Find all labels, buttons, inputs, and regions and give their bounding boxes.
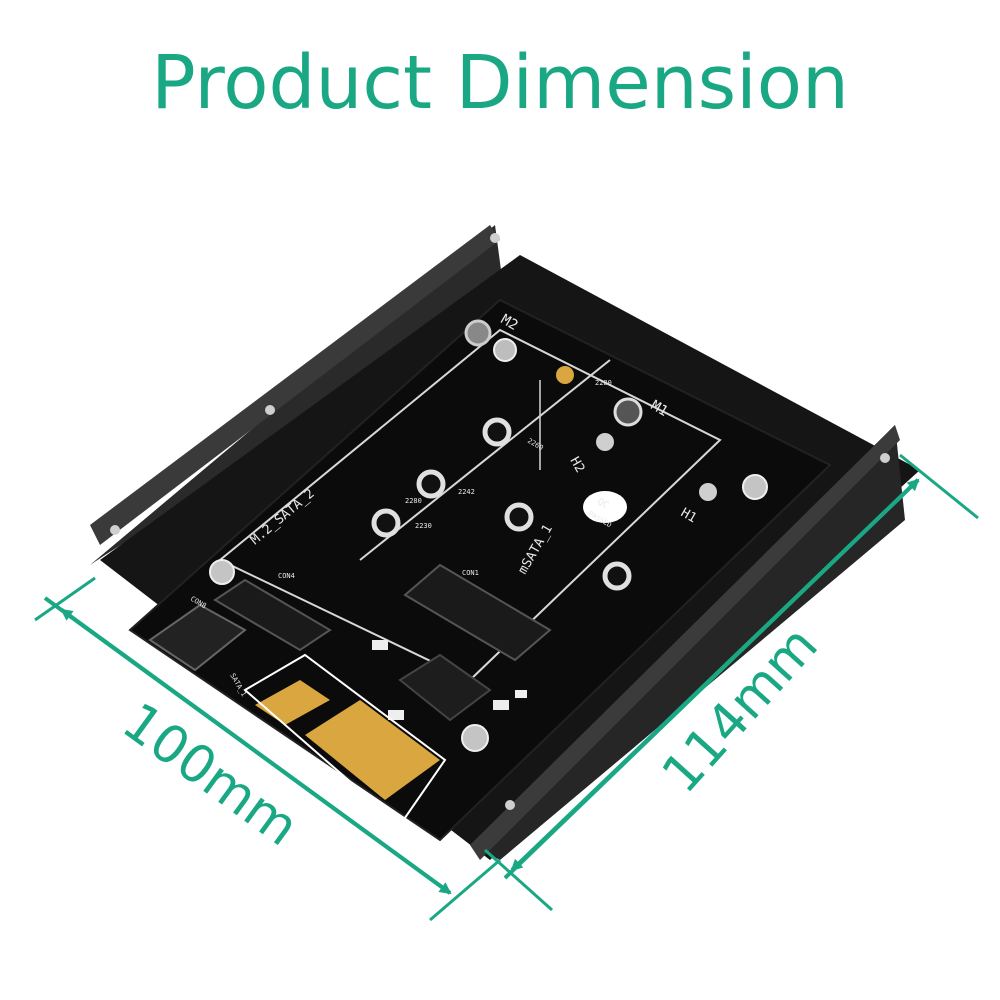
standoff <box>596 433 614 451</box>
dimension-tick <box>429 858 501 922</box>
mount-ring <box>416 469 446 499</box>
screw <box>209 559 235 585</box>
label-h1: H1 <box>678 505 699 526</box>
mount-ring <box>504 502 534 532</box>
dimension-tick <box>34 576 96 622</box>
label-con1: CON1 <box>462 569 479 577</box>
label-m2-slot: M2 <box>498 312 521 334</box>
smd-component <box>515 690 527 698</box>
screw <box>461 724 489 752</box>
flange-hole <box>505 800 515 810</box>
page-title: Product Dimension <box>151 40 849 126</box>
smd-component <box>388 710 404 720</box>
controller-chip <box>398 653 492 722</box>
label-m1-slot: M1 <box>648 398 671 420</box>
mount-ring <box>371 508 401 538</box>
m2-connector <box>213 578 332 652</box>
divider-line <box>359 359 611 561</box>
screw <box>742 474 768 500</box>
dimension-tick <box>483 848 554 912</box>
dimension-line-width-rev <box>60 608 452 895</box>
sata-data-gold <box>305 700 440 800</box>
standoff <box>556 366 574 384</box>
label-size-2230: 2230 <box>415 522 432 530</box>
dimension-line-length-rev <box>510 478 920 872</box>
smd-component <box>493 700 509 710</box>
flange-hole <box>880 453 890 463</box>
standoff <box>699 483 717 501</box>
flange-hole <box>110 525 120 535</box>
msata-connector <box>403 563 552 662</box>
mount-ring <box>602 561 632 591</box>
bracket-right-flange-top <box>470 425 900 860</box>
mount-ring <box>482 417 512 447</box>
flange-hole <box>265 405 275 415</box>
label-size-2280-a: 2280 <box>595 379 612 387</box>
label-con4: CON4 <box>278 572 295 580</box>
label-size-2280-b: 2280 <box>405 497 422 505</box>
label-qc: QC <box>596 497 610 511</box>
screw <box>493 338 517 362</box>
smd-component <box>372 640 388 650</box>
dimension-tick <box>899 453 979 520</box>
sata-housing <box>243 653 447 827</box>
flange-hole <box>490 233 500 243</box>
sata-data-port <box>148 603 247 672</box>
screw <box>613 397 643 427</box>
bracket-left-flange-face <box>90 225 500 545</box>
label-h2: H2 <box>567 455 588 476</box>
screw <box>464 319 492 347</box>
qc-sticker <box>583 491 627 523</box>
label-size-2242: 2242 <box>458 488 475 496</box>
